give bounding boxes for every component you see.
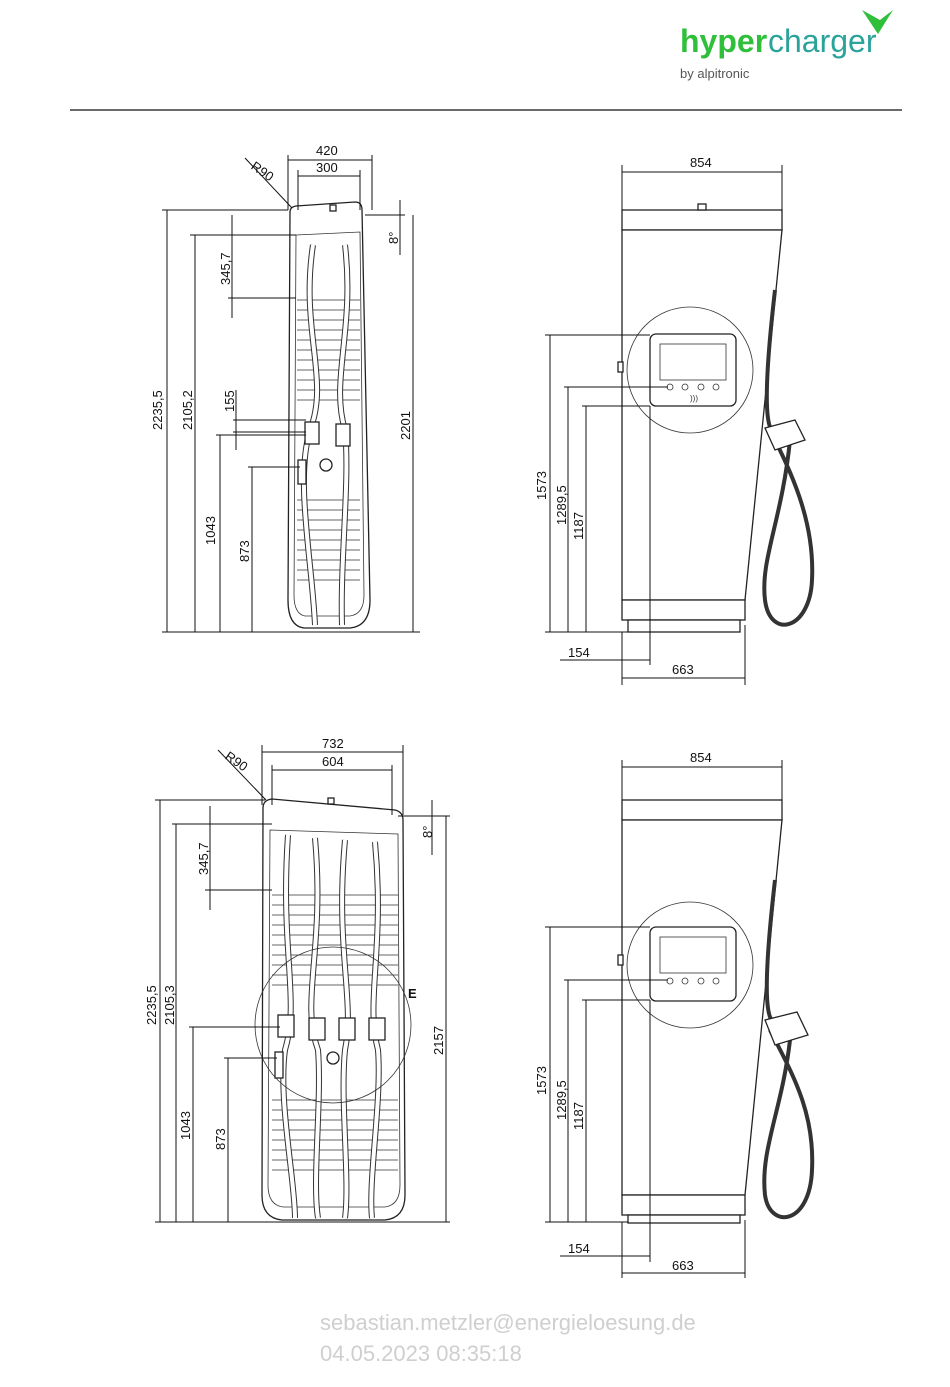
dim-height-total-quad: 2235,5	[144, 985, 159, 1025]
dim-connector-height-quad: 1043	[178, 1111, 193, 1140]
dim-card-reader-height-quad: 873	[213, 1128, 228, 1150]
dim-radius: R90	[248, 158, 276, 184]
dim-width-outer: 420	[316, 143, 338, 158]
dim-angle-quad: 8°	[420, 826, 435, 838]
dim-height-outlet: 2105,2	[180, 390, 195, 430]
brand-tagline: by alpitronic	[680, 66, 750, 81]
dim-height-total: 2235,5	[150, 390, 165, 430]
brand-name-charger: charger	[768, 23, 877, 59]
dim-base-depth-quad: 663	[672, 1258, 694, 1273]
dim-angle: 8°	[386, 232, 401, 244]
dim-width-inner-quad: 604	[322, 754, 344, 769]
dim-height-right-quad: 2157	[431, 1026, 446, 1055]
dim-width-outer-quad: 732	[322, 736, 344, 751]
side-view-quad	[618, 800, 812, 1223]
dim-offset-top-quad: 345,7	[196, 842, 211, 875]
dim-connector-height: 1043	[203, 516, 218, 545]
dim-offset-top: 345,7	[218, 252, 233, 285]
dim-card-reader-height: 873	[237, 540, 252, 562]
dim-connector-spacing: 155	[222, 390, 237, 412]
dims-top-front: 420 300 R90 8° 2235,5 2105,2 345,7 155 1…	[150, 143, 420, 632]
dim-buttons-height: 1289,5	[554, 485, 569, 525]
dim-depth-offset: 154	[568, 645, 590, 660]
watermark-datetime: 04.05.2023 08:35:18	[320, 1341, 522, 1367]
dim-display-top-quad: 1573	[534, 1066, 549, 1095]
dim-height-right: 2201	[398, 411, 413, 440]
dim-side-width-quad: 854	[690, 750, 712, 765]
dim-width-inner: 300	[316, 160, 338, 175]
dim-buttons-height-quad: 1289,5	[554, 1080, 569, 1120]
dim-side-width: 854	[690, 155, 712, 170]
nfc-icon: )))	[690, 394, 698, 403]
dim-display-bottom: 1187	[571, 512, 586, 540]
brand-name-hyper: hyper	[680, 23, 767, 59]
dim-display-top: 1573	[534, 471, 549, 500]
front-view-dual	[288, 202, 370, 628]
front-view-quad	[255, 798, 411, 1220]
brand-logo: hyper charger by alpitronic	[680, 10, 893, 81]
dim-radius-quad: R90	[222, 748, 250, 774]
dim-height-outlet-quad: 2105,3	[162, 985, 177, 1025]
dim-display-bottom-quad: 1187	[571, 1102, 586, 1130]
dim-depth-offset-quad: 154	[568, 1241, 590, 1256]
side-view-dual: )))	[618, 204, 812, 632]
dim-base-depth: 663	[672, 662, 694, 677]
watermark-email: sebastian.metzler@energieloesung.de	[320, 1310, 696, 1336]
detail-label: E	[408, 986, 417, 1001]
